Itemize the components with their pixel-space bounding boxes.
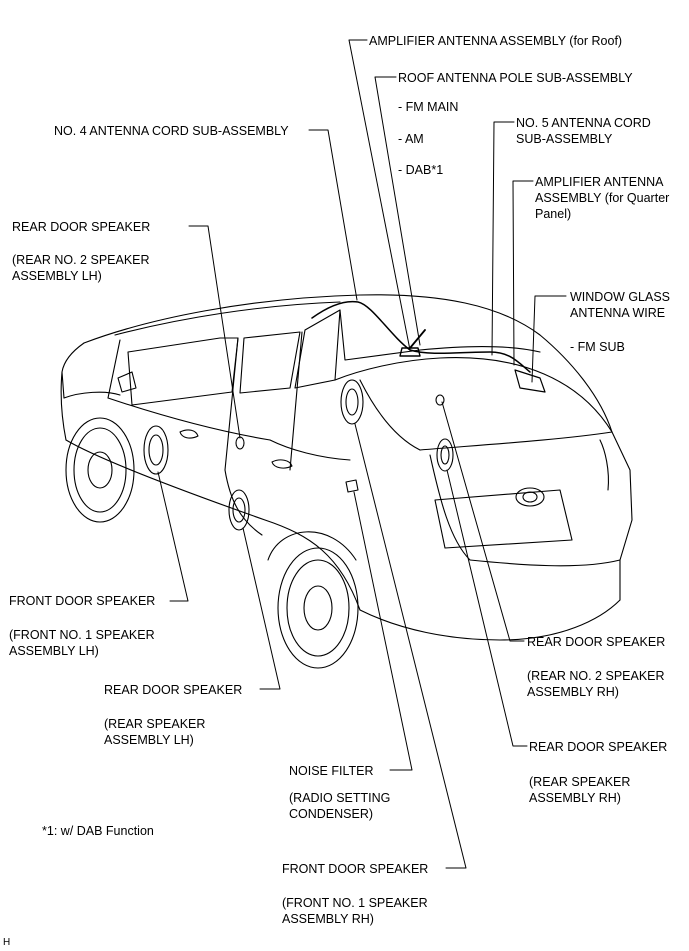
leader-lines — [157, 39, 567, 869]
corner-mark: H — [3, 937, 11, 948]
label-front-lh-sub1: (FRONT NO. 1 SPEAKER — [9, 628, 155, 642]
noise-filter — [345, 479, 359, 493]
label-no5-antenna-cord-l2: SUB-ASSEMBLY — [516, 132, 613, 146]
rear-door-speaker-lh — [228, 489, 250, 531]
label-roof-antenna-pole: ROOF ANTENNA POLE SUB-ASSEMBLY — [398, 71, 633, 85]
label-rear-door-speaker-rh2: REAR DOOR SPEAKER — [527, 635, 666, 649]
label-roof-pole-fm-main: - FM MAIN — [398, 100, 459, 114]
label-front-door-speaker-rh: FRONT DOOR SPEAKER — [282, 862, 429, 876]
label-rear-rh-sub1: (REAR SPEAKER — [529, 775, 631, 789]
label-noise-sub1: (RADIO SETTING — [289, 791, 391, 805]
label-window-fm-sub: - FM SUB — [570, 340, 625, 354]
label-amp-quarter-l3: Panel) — [535, 207, 572, 221]
label-window-glass-l1: WINDOW GLASS — [570, 290, 671, 304]
rear-no2-speaker-rh — [435, 394, 445, 406]
label-rear-lh-sub1: (REAR SPEAKER — [104, 717, 206, 731]
label-roof-pole-am: - AM — [398, 132, 424, 146]
label-rear-door-speaker-lh: REAR DOOR SPEAKER — [104, 683, 243, 697]
label-rear-rh-sub2: ASSEMBLY RH) — [529, 791, 621, 805]
label-no5-antenna-cord-l1: NO. 5 ANTENNA CORD — [516, 116, 651, 130]
label-rear-lh2-sub2: ASSEMBLY LH) — [12, 269, 102, 283]
rear-door-speaker-rh — [436, 438, 454, 472]
rear-no2-speaker-lh — [235, 436, 245, 450]
label-front-rh-sub2: ASSEMBLY RH) — [282, 912, 374, 926]
label-amplifier-antenna-roof: AMPLIFIER ANTENNA ASSEMBLY (for Roof) — [369, 34, 623, 48]
label-rear-door-speaker-rh: REAR DOOR SPEAKER — [529, 740, 668, 754]
label-rear-rh2-sub1: (REAR NO. 2 SPEAKER — [527, 669, 665, 683]
front-door-speaker-rh — [340, 379, 364, 425]
label-noise-sub2: CONDENSER) — [289, 807, 374, 821]
label-roof-pole-dab: - DAB*1 — [398, 163, 444, 177]
label-noise-filter: NOISE FILTER — [289, 764, 374, 778]
label-amp-quarter-l2: ASSEMBLY (for Quarter — [535, 191, 670, 205]
label-rear-door-speaker-lh2: REAR DOOR SPEAKER — [12, 220, 151, 234]
front-door-speaker-lh — [143, 425, 169, 475]
label-rear-lh-sub2: ASSEMBLY LH) — [104, 733, 194, 747]
label-front-door-speaker-lh: FRONT DOOR SPEAKER — [9, 594, 156, 608]
footnote: *1: w/ DAB Function — [42, 824, 154, 838]
label-amp-quarter-l1: AMPLIFIER ANTENNA — [535, 175, 664, 189]
label-front-lh-sub2: ASSEMBLY LH) — [9, 644, 99, 658]
label-front-rh-sub1: (FRONT NO. 1 SPEAKER — [282, 896, 428, 910]
label-rear-lh2-sub1: (REAR NO. 2 SPEAKER — [12, 253, 150, 267]
car-body — [60, 294, 633, 669]
label-window-glass-l2: ANTENNA WIRE — [570, 306, 666, 320]
label-rear-rh2-sub2: ASSEMBLY RH) — [527, 685, 619, 699]
label-no4-antenna-cord: NO. 4 ANTENNA CORD SUB-ASSEMBLY — [54, 124, 289, 138]
